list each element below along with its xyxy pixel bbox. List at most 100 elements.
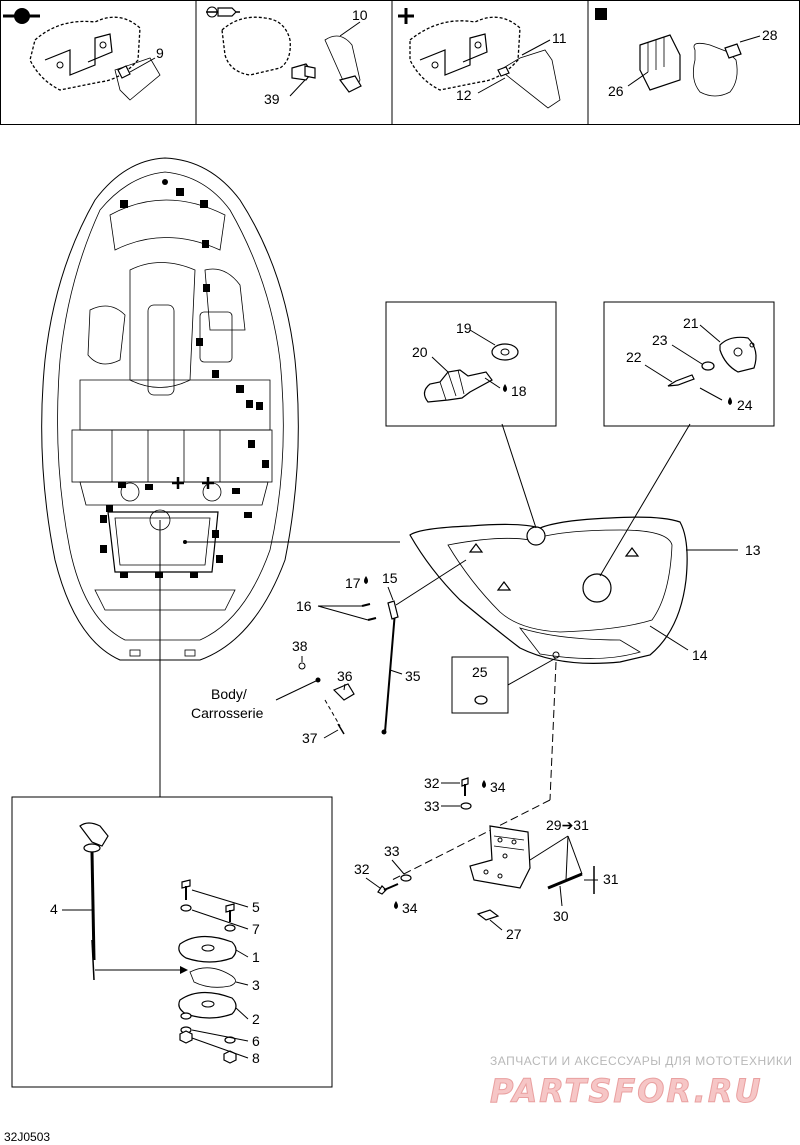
leader-15 — [387, 586, 394, 601]
callout-7: 7 — [252, 921, 260, 937]
leader-3 — [235, 981, 249, 986]
centerline-hinge-vertical — [549, 661, 557, 801]
callout-34a: 34 — [490, 779, 506, 795]
leader-8 — [191, 1037, 249, 1059]
detail-box-latch: 21 23 22 24 — [603, 301, 775, 427]
drop-icon-17 — [364, 576, 368, 584]
callout-26: 26 — [608, 83, 624, 99]
leader-25 — [507, 657, 557, 686]
hinge-assembly — [377, 777, 595, 921]
callout-10: 10 — [352, 7, 368, 23]
callout-14: 14 — [692, 647, 708, 663]
leader-39 — [289, 79, 306, 97]
centerline-hinge-diagonal — [391, 799, 551, 881]
callout-37: 37 — [302, 730, 318, 746]
leader-10 — [339, 21, 361, 37]
legend-symbol-square — [595, 8, 607, 20]
leader-28 — [739, 35, 761, 43]
callout-35: 35 — [405, 668, 421, 684]
callout-3: 3 — [252, 977, 260, 993]
callout-21: 21 — [683, 315, 699, 331]
leader-6 — [191, 1029, 249, 1042]
legend-bracket-3 — [409, 16, 561, 109]
leader-5 — [191, 889, 249, 908]
callout-9: 9 — [156, 45, 164, 61]
clip-markers — [100, 179, 269, 578]
legend-bracket-1 — [29, 16, 161, 101]
drop-icon-34b — [394, 901, 398, 909]
callout-25: 25 — [472, 664, 488, 680]
callout-4: 4 — [50, 901, 58, 917]
callout-32b: 32 — [354, 861, 370, 877]
leader-16b — [317, 605, 369, 621]
leader-35 — [389, 669, 403, 675]
watermark-brand: PARTSFOR.RU — [490, 1072, 762, 1110]
callout-23: 23 — [652, 332, 668, 348]
callout-17: 17 — [345, 575, 361, 591]
leader-2 — [235, 1007, 249, 1020]
callout-12: 12 — [456, 87, 472, 103]
leader-latch-to-cover — [599, 423, 691, 577]
leader-7 — [191, 909, 249, 930]
callout-1: 1 — [252, 949, 260, 965]
storage-cover — [409, 516, 688, 664]
callout-27: 27 — [506, 926, 522, 942]
leader-bumper-to-cover — [501, 423, 537, 529]
leader-1 — [235, 949, 249, 958]
callout-24: 24 — [737, 397, 753, 413]
callout-32a: 32 — [424, 775, 440, 791]
callout-33a: 33 — [424, 798, 440, 814]
leader-9 — [129, 57, 156, 73]
callout-36: 36 — [337, 668, 353, 684]
callout-13: 13 — [745, 542, 761, 558]
legend-symbol-circle-bar — [3, 8, 40, 24]
callout-29: 29➔31 — [546, 817, 589, 833]
callout-30: 30 — [553, 908, 569, 924]
leader-14 — [649, 625, 689, 651]
leader-29b — [565, 835, 569, 881]
leader-29c — [567, 835, 583, 875]
callout-39: 39 — [264, 91, 280, 107]
leader-26 — [627, 71, 649, 87]
leader-body — [275, 679, 319, 701]
watermark-tagline: ЗАПЧАСТИ И АКСЕССУАРЫ ДЛЯ МОТОТЕХНИКИ — [490, 1054, 792, 1068]
callout-8: 8 — [252, 1050, 260, 1066]
callout-18: 18 — [511, 383, 527, 399]
legend-strip: 9 10 39 1 — [0, 0, 800, 125]
legend-symbol-plus — [398, 8, 414, 24]
body-label-fr: Carrosserie — [191, 705, 264, 721]
callout-20: 20 — [412, 344, 428, 360]
callout-28: 28 — [762, 27, 778, 43]
callout-6: 6 — [252, 1033, 260, 1049]
leader-32b — [365, 877, 381, 889]
callout-38: 38 — [292, 638, 308, 654]
watercraft-top-view — [41, 157, 299, 661]
leader-29a — [529, 835, 569, 861]
leader-37 — [323, 729, 339, 739]
leader-33b — [391, 859, 405, 875]
callout-33b: 33 — [384, 843, 400, 859]
leader-27 — [489, 919, 503, 931]
leader-11 — [521, 39, 551, 56]
callout-34b: 34 — [402, 900, 418, 916]
callout-16: 16 — [296, 598, 312, 614]
callout-11: 11 — [552, 30, 567, 46]
detail-box-25: 25 — [451, 656, 509, 714]
detail-box-bumper: 19 20 18 — [385, 301, 557, 427]
callout-5: 5 — [252, 899, 260, 915]
callout-22: 22 — [626, 349, 642, 365]
diagram-code: 32J0503 — [4, 1130, 50, 1144]
legend-symbol-pin — [206, 6, 240, 18]
body-label-en: Body/ — [211, 686, 247, 702]
leader-36 — [343, 683, 346, 691]
leader-12 — [477, 77, 506, 94]
callout-19: 19 — [456, 320, 472, 336]
detail-box-lock — [11, 796, 333, 1088]
legend-panel-piece — [221, 16, 362, 93]
drop-icon-34a — [482, 780, 486, 788]
callout-2: 2 — [252, 1011, 260, 1027]
callout-31: 31 — [603, 871, 619, 887]
support-rod-assembly — [298, 559, 467, 735]
callout-15: 15 — [382, 570, 398, 586]
